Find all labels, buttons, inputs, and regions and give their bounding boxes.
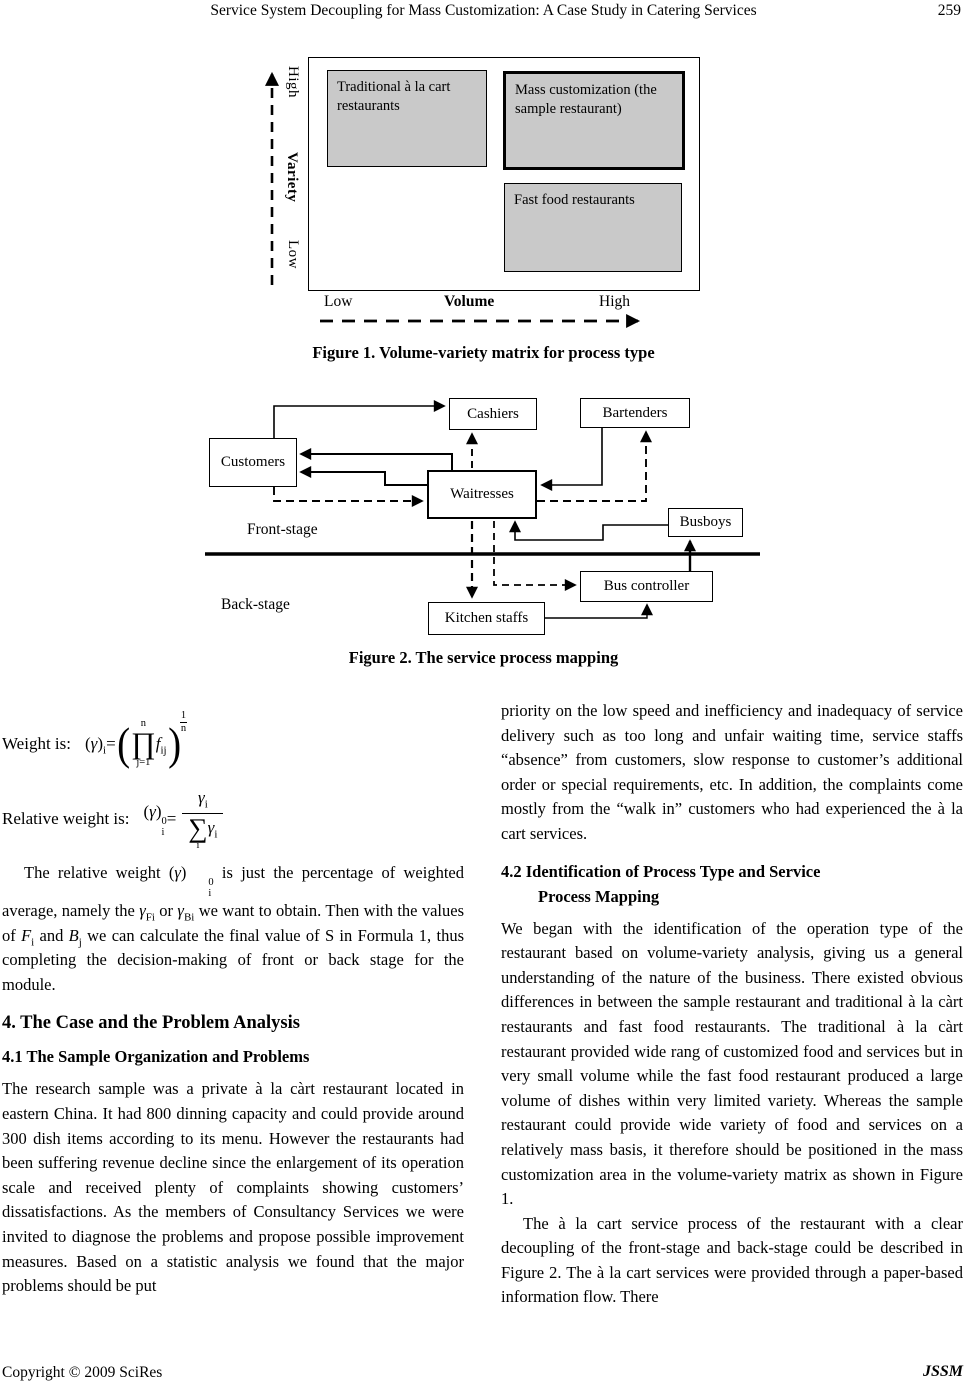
figure2-service-process-map: Cashiers Bartenders Customers Waitresses… <box>200 390 770 642</box>
alacart-paragraph: The à la cart service process of the res… <box>501 1213 963 1307</box>
priority-paragraph: priority on the low speed and inefficien… <box>501 701 963 843</box>
arrow-busboys-to-waitresses <box>509 520 668 541</box>
section4-2-heading: 4.2 Identification of Process Type and S… <box>501 861 821 906</box>
x-axis-high-label: High <box>599 293 630 310</box>
matrix-cell-traditional: Traditional à la cart restaurants <box>327 70 487 167</box>
cashiers-label: Cashiers <box>467 405 519 422</box>
bartenders-label: Bartenders <box>602 404 668 421</box>
fraction-numerator: γi <box>198 788 208 811</box>
sample-organization-paragraph: The research sample was a private à la c… <box>2 1079 464 1296</box>
product-operator: n ∏ j=1 <box>131 718 156 769</box>
waitresses-label: Waitresses <box>450 486 514 502</box>
weight-formula: Weight is: (γ)i = ( n ∏ j=1 fij ) 1 n <box>2 709 464 779</box>
y-axis-title: Variety <box>284 152 300 203</box>
fast-food-label: Fast food restaurants <box>514 192 635 208</box>
mass-customization-label: Mass customization (the sample restauran… <box>515 82 657 117</box>
y-axis-low-label: Low <box>285 240 301 269</box>
relative-equals: = <box>166 808 177 828</box>
front-stage-label: Front-stage <box>247 521 318 538</box>
running-head-title: Service System Decoupling for Mass Custo… <box>210 2 757 19</box>
weight-lhs: (γ)i <box>85 733 107 757</box>
back-stage-label: Back-stage <box>221 596 290 613</box>
figure1-caption: Figure 1. Volume-variety matrix for proc… <box>312 343 655 362</box>
exponent-fraction: 1 n <box>179 709 188 734</box>
dashed-arrow-customers-to-waitresses <box>273 487 424 507</box>
node-customers: Customers <box>209 438 297 487</box>
x-axis-title: Volume <box>444 293 495 310</box>
arrow-kitchen-to-bus-controller <box>545 603 653 619</box>
weight-formula-label: Weight is: <box>2 733 71 753</box>
sum-operator: ∑ i <box>188 812 208 852</box>
page-number: 259 <box>937 2 961 19</box>
arrow-waitresses-to-customers-1 <box>299 448 453 470</box>
close-paren: ) <box>167 717 181 769</box>
node-busboys: Busboys <box>668 508 743 537</box>
arrow-bartenders-to-waitresses <box>540 428 603 491</box>
node-waitresses: Waitresses <box>427 470 537 519</box>
section4-heading: 4. The Case and the Problem Analysis <box>2 1013 300 1034</box>
section4-1-heading: 4.1 The Sample Organization and Problems <box>2 1047 310 1067</box>
relative-formula-label: Relative weight is: <box>2 808 130 828</box>
busboys-label: Busboys <box>679 514 732 530</box>
x-axis-low-label: Low <box>324 293 353 310</box>
copyright-notice: Copyright © 2009 SciRes <box>2 1364 163 1381</box>
traditional-label: Traditional à la cart restaurants <box>337 79 451 114</box>
node-bartenders: Bartenders <box>580 398 690 428</box>
matrix-cell-mass-customization: Mass customization (the sample restauran… <box>503 71 685 170</box>
dashed-arrow-waitresses-to-bus-controller <box>493 521 577 591</box>
figure1-axes <box>265 71 641 328</box>
open-paren: ( <box>116 717 130 769</box>
node-kitchen-staffs: Kitchen staffs <box>428 602 545 635</box>
figure2-connectors <box>205 400 760 619</box>
figure1-volume-variety-matrix: Traditional à la cart restaurants Mass c… <box>260 50 700 342</box>
dashed-arrow-waitresses-to-bartenders <box>537 430 652 502</box>
journal-abbreviation: JSSM <box>922 1363 963 1380</box>
node-cashiers: Cashiers <box>449 398 537 430</box>
y-axis-high-label: High <box>285 66 301 98</box>
bus-controller-label: Bus controller <box>603 578 690 594</box>
right-column: priority on the low speed and inefficien… <box>501 699 963 1310</box>
we-began-paragraph: We began with the identification of the … <box>501 918 963 1209</box>
figure2-caption: Figure 2. The service process mapping <box>348 648 619 667</box>
arrow-customers-to-cashiers <box>273 400 446 438</box>
kitchen-staffs-label: Kitchen staffs <box>444 610 529 626</box>
fraction-denominator: ∑ i γi <box>182 812 224 852</box>
node-bus-controller: Bus controller <box>580 571 713 602</box>
matrix-cell-fast-food: Fast food restaurants <box>504 183 682 272</box>
arrow-waitresses-to-customers-2 <box>299 466 427 486</box>
weight-equals: = <box>106 733 116 753</box>
left-column: Weight is: (γ)i = ( n ∏ j=1 fij ) 1 n Re… <box>2 703 464 1299</box>
relative-fraction: γi ∑ i γi <box>182 786 224 852</box>
customers-label: Customers <box>220 454 286 470</box>
weight-operand: fij <box>155 733 167 757</box>
